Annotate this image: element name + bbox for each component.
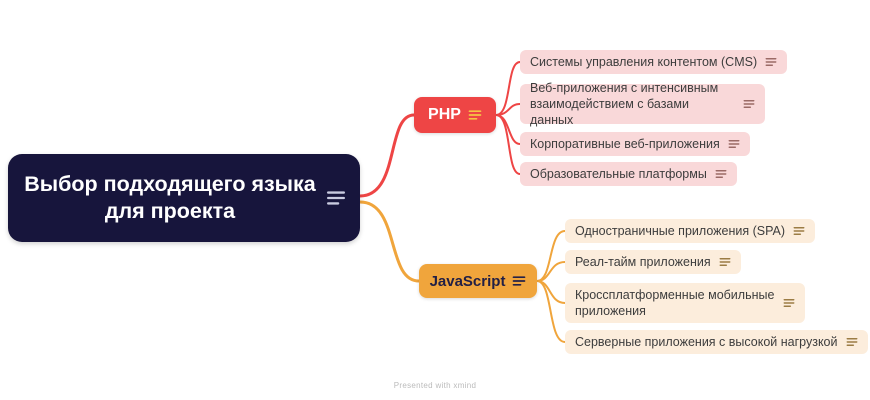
connector-php-child-4 xyxy=(495,114,521,175)
subtopic-label: Веб-приложения с интенсивным взаимодейст… xyxy=(530,80,719,128)
notes-icon[interactable] xyxy=(468,108,482,122)
root-topic-label: Выбор подходящего языка для проекта xyxy=(24,172,316,223)
connector-js-child-4 xyxy=(536,280,566,343)
notes-icon[interactable] xyxy=(715,168,727,180)
connector-js-child-2 xyxy=(536,261,566,282)
connector-js-child-1 xyxy=(536,230,566,282)
subtopic-label: Реал-тайм приложения xyxy=(575,254,711,269)
connector-root-javascript xyxy=(358,200,421,283)
subtopic-label: Системы управления контентом (CMS) xyxy=(530,54,758,69)
notes-icon[interactable] xyxy=(765,56,777,68)
subtopic[interactable]: Корпоративные веб-приложения xyxy=(520,132,750,156)
subtopic-label: Кроссплатформенные мобильные приложения xyxy=(575,287,775,318)
subtopic[interactable]: Кроссплатформенные мобильные приложения xyxy=(565,283,805,323)
watermark: Presented with xmind xyxy=(393,381,477,390)
connector-root-php xyxy=(358,113,416,198)
connector-php-child-1 xyxy=(495,61,521,116)
subtopic-label: Серверные приложения с высокой нагрузкой xyxy=(575,334,838,349)
subtopic-label: Корпоративные веб-приложения xyxy=(530,136,720,151)
branch-topic-php[interactable]: PHP xyxy=(414,97,496,133)
branch-topic-label: JavaScript xyxy=(429,272,506,290)
subtopic[interactable]: Одностраничные приложения (SPA) xyxy=(565,219,815,243)
notes-icon[interactable] xyxy=(728,138,740,150)
notes-icon[interactable] xyxy=(743,98,755,110)
subtopic[interactable]: Реал-тайм приложения xyxy=(565,250,741,274)
notes-icon[interactable] xyxy=(793,225,805,237)
notes-icon[interactable] xyxy=(512,274,526,288)
notes-icon[interactable] xyxy=(719,256,731,268)
subtopic[interactable]: Веб-приложения с интенсивным взаимодейст… xyxy=(520,81,765,127)
notes-icon[interactable] xyxy=(846,336,858,348)
subtopic-label: Образовательные платформы xyxy=(530,166,707,181)
notes-icon[interactable] xyxy=(326,188,346,208)
subtopic[interactable]: Образовательные платформы xyxy=(520,162,737,186)
branch-topic-javascript[interactable]: JavaScript xyxy=(419,264,537,298)
subtopic[interactable]: Системы управления контентом (CMS) xyxy=(520,50,788,74)
root-topic[interactable]: Выбор подходящего языка для проекта xyxy=(8,154,360,242)
branch-topic-label: PHP xyxy=(428,106,461,123)
notes-icon[interactable] xyxy=(783,297,795,309)
subtopic[interactable]: Серверные приложения с высокой нагрузкой xyxy=(565,330,868,354)
subtopic-label: Одностраничные приложения (SPA) xyxy=(575,223,785,238)
connector-js-child-3 xyxy=(536,280,566,304)
